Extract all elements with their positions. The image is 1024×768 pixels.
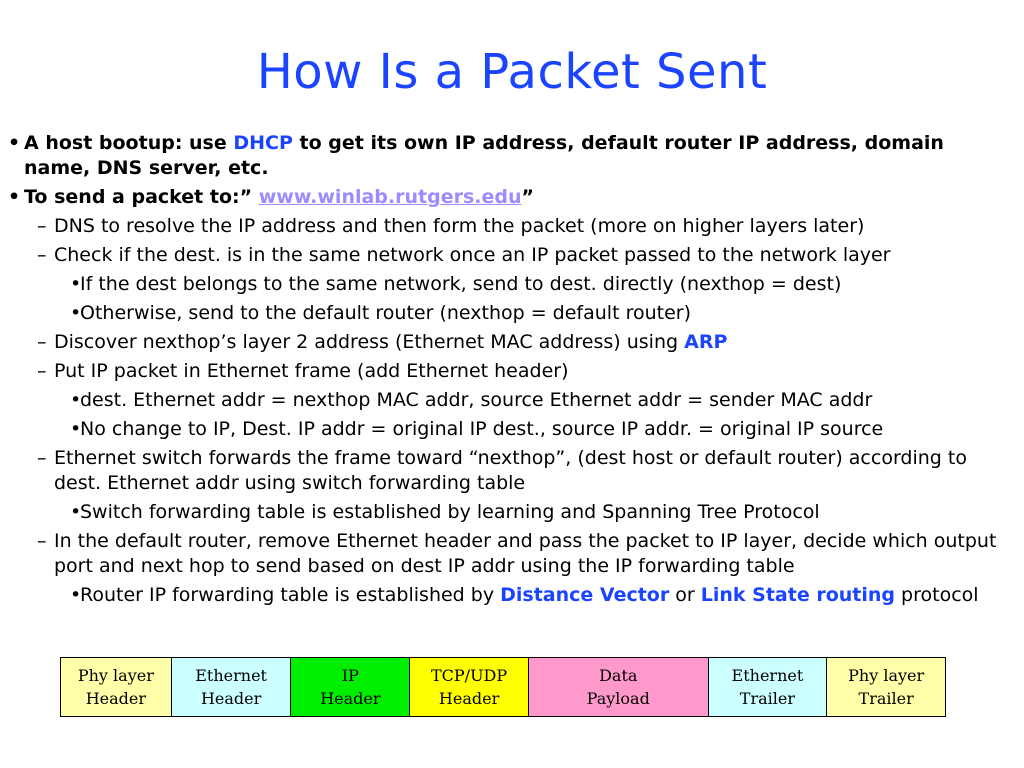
distance-vector-keyword: Distance Vector	[500, 584, 670, 606]
subitem-text: Ethernet switch forwards the frame towar…	[54, 447, 967, 494]
subitem-check-network: – Check if the dest. is in the same netw…	[37, 243, 1010, 268]
frame-cell-line: TCP/UDP	[431, 666, 508, 685]
frame-cell-line: IP	[341, 666, 359, 685]
subsubitem-same-network: • If the dest belongs to the same networ…	[70, 272, 1010, 297]
subsubitem-router-table: • Router IP forwarding table is establis…	[70, 583, 1010, 608]
subsubitem-text: or	[669, 584, 701, 606]
bullet-send-packet: • To send a packet to:” www.winlab.rutge…	[8, 185, 1010, 210]
bullet-dhcp: • A host bootup: use DHCP to get its own…	[8, 131, 1010, 181]
dash-marker: –	[37, 360, 47, 382]
frame-cell-line: Header	[200, 689, 262, 708]
subsubitem-switch-table: • Switch forwarding table is established…	[70, 500, 1010, 525]
frame-cell-line: Header	[438, 689, 500, 708]
slide-title: How Is a Packet Sent	[256, 44, 768, 100]
frame-cell-line: Payload	[586, 689, 650, 708]
subsubitem-text: Router IP forwarding table is establishe…	[80, 584, 501, 606]
bullet-marker: •	[70, 584, 82, 606]
bullet-marker: •	[8, 186, 21, 208]
subsubitem-text: No change to IP, Dest. IP addr = origina…	[80, 418, 884, 440]
dash-marker: –	[37, 447, 47, 469]
frame-cell-line: Header	[320, 689, 381, 708]
bullet-marker: •	[70, 273, 82, 295]
subsubitem-text: If the dest belongs to the same network,…	[80, 273, 842, 295]
subitem-text: DNS to resolve the IP address and then f…	[54, 215, 865, 237]
bullet-marker: •	[70, 302, 82, 324]
frame-cell-tcp-udp-header: TCP/UDP Header	[410, 658, 529, 716]
frame-cell-line: Header	[85, 689, 147, 708]
dhcp-keyword: DHCP	[233, 132, 293, 154]
frame-cell-line: Ethernet	[731, 666, 804, 685]
bullet-marker: •	[70, 389, 82, 411]
subsubitem-text: Switch forwarding table is established b…	[80, 501, 820, 523]
frame-cell-line: Phy layer	[848, 666, 925, 685]
bullet-marker: •	[8, 132, 21, 154]
dash-marker: –	[37, 215, 47, 237]
subitem-ethernet-switch: – Ethernet switch forwards the frame tow…	[37, 446, 1010, 496]
subitem-text: Discover nexthop’s layer 2 address (Ethe…	[54, 331, 685, 353]
subitem-dns: – DNS to resolve the IP address and then…	[37, 214, 1010, 239]
subsubitem-ip-unchanged: • No change to IP, Dest. IP addr = origi…	[70, 417, 1010, 442]
dash-marker: –	[37, 331, 47, 353]
subsubitem-text: protocol	[895, 584, 979, 606]
frame-cell-line: Ethernet	[195, 666, 267, 685]
winlab-link[interactable]: www.winlab.rutgers.edu	[258, 186, 522, 208]
bullet-text: A host bootup: use	[24, 132, 234, 154]
subitem-arp: – Discover nexthop’s layer 2 address (Et…	[37, 330, 1010, 355]
subitem-text: In the default router, remove Ethernet h…	[54, 530, 997, 577]
bullet-marker: •	[70, 418, 82, 440]
bullet-text: ”	[521, 186, 535, 208]
subitem-text: Put IP packet in Ethernet frame (add Eth…	[54, 360, 569, 382]
dash-marker: –	[37, 244, 47, 266]
subsubitem-text: Otherwise, send to the default router (n…	[80, 302, 691, 324]
dash-marker: –	[37, 530, 47, 552]
bullet-text: to get its own IP address, default route…	[24, 132, 944, 179]
subsubitem-text: dest. Ethernet addr = nexthop MAC addr, …	[80, 389, 873, 411]
frame-cell-line: Phy layer	[77, 666, 154, 685]
bullet-text: To send a packet to:”	[24, 186, 259, 208]
arp-keyword: ARP	[684, 331, 728, 353]
subitem-default-router: – In the default router, remove Ethernet…	[37, 529, 1010, 579]
frame-cell-ip-header: IP Header	[291, 658, 411, 716]
frame-cell-line: Trailer	[858, 689, 914, 708]
frame-cell-line: Trailer	[739, 689, 796, 708]
subitem-text: Check if the dest. is in the same networ…	[54, 244, 891, 266]
subsubitem-ethernet-addr: • dest. Ethernet addr = nexthop MAC addr…	[70, 388, 1010, 413]
subsubitem-default-router: • Otherwise, send to the default router …	[70, 301, 1010, 326]
bullet-marker: •	[70, 501, 82, 523]
bullet-list: • A host bootup: use DHCP to get its own…	[0, 131, 1010, 609]
subitem-ethernet-frame: – Put IP packet in Ethernet frame (add E…	[37, 359, 1010, 384]
frame-cell-line: Data	[599, 666, 638, 685]
link-state-keyword: Link State routing	[700, 584, 895, 606]
